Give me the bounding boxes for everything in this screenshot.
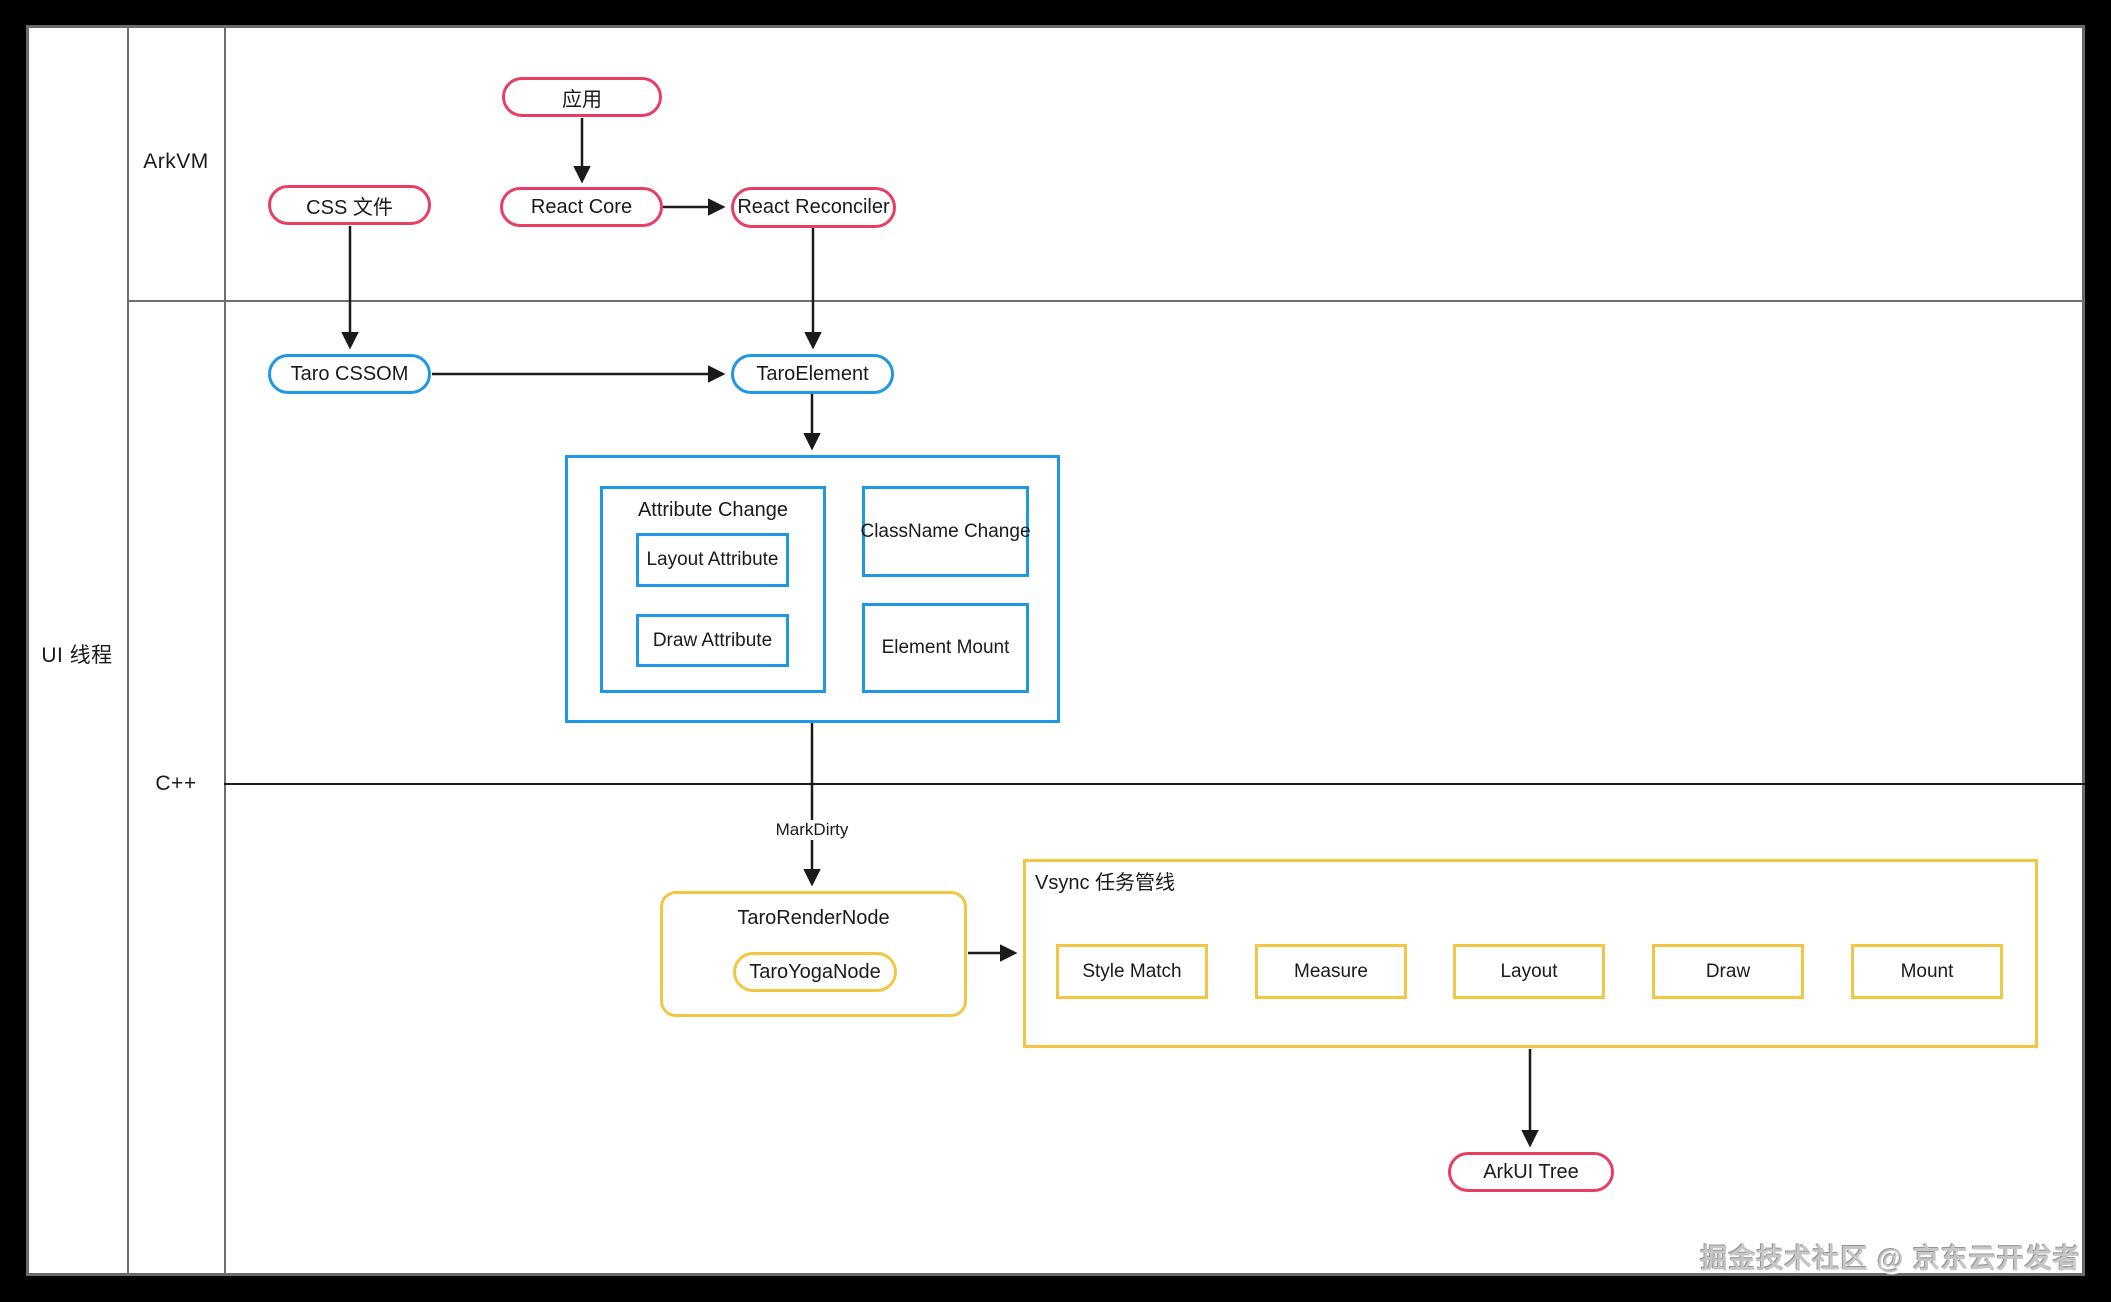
vsync-pipeline-title: Vsync 任务管线 xyxy=(1035,872,1176,894)
watermark-text: 掘金技术社区 @ 京东云开发者 xyxy=(1700,1244,2081,1274)
lane-divider-vertical-1 xyxy=(127,25,129,1276)
node-react-reconciler: React Reconciler xyxy=(731,187,896,228)
lane-label-arkvm: ArkVM xyxy=(143,150,209,173)
node-draw: Draw xyxy=(1652,944,1804,999)
taro-render-node-title: TaroRenderNode xyxy=(737,907,890,929)
node-layout-attribute: Layout Attribute xyxy=(636,533,789,587)
node-react-core: React Core xyxy=(500,187,663,227)
node-style-match: Style Match xyxy=(1056,944,1208,999)
node-css-file: CSS 文件 xyxy=(268,185,431,225)
node-mount: Mount xyxy=(1851,944,2003,999)
attribute-change-title: Attribute Change xyxy=(637,499,789,521)
node-measure: Measure xyxy=(1255,944,1407,999)
lane-divider-cpp-sub xyxy=(224,783,2085,785)
lane-label-ui-thread: UI 线程 xyxy=(41,644,113,667)
lane-label-cpp: C++ xyxy=(155,772,197,795)
node-taro-cssom: Taro CSSOM xyxy=(268,354,431,394)
node-draw-attribute: Draw Attribute xyxy=(636,614,789,667)
node-element-mount: Element Mount xyxy=(862,603,1029,693)
node-classname-change: ClassName Change xyxy=(860,486,1031,577)
node-taro-yoga-node: TaroYogaNode xyxy=(733,952,897,992)
lane-divider-arkvm-cpp xyxy=(127,300,2085,302)
node-taro-element: TaroElement xyxy=(731,354,894,394)
node-layout: Layout xyxy=(1453,944,1605,999)
lane-divider-vertical-2 xyxy=(224,25,226,1276)
node-app: 应用 xyxy=(502,77,662,117)
node-arkui-tree: ArkUI Tree xyxy=(1448,1152,1614,1192)
mark-dirty-label: MarkDirty xyxy=(762,820,862,840)
